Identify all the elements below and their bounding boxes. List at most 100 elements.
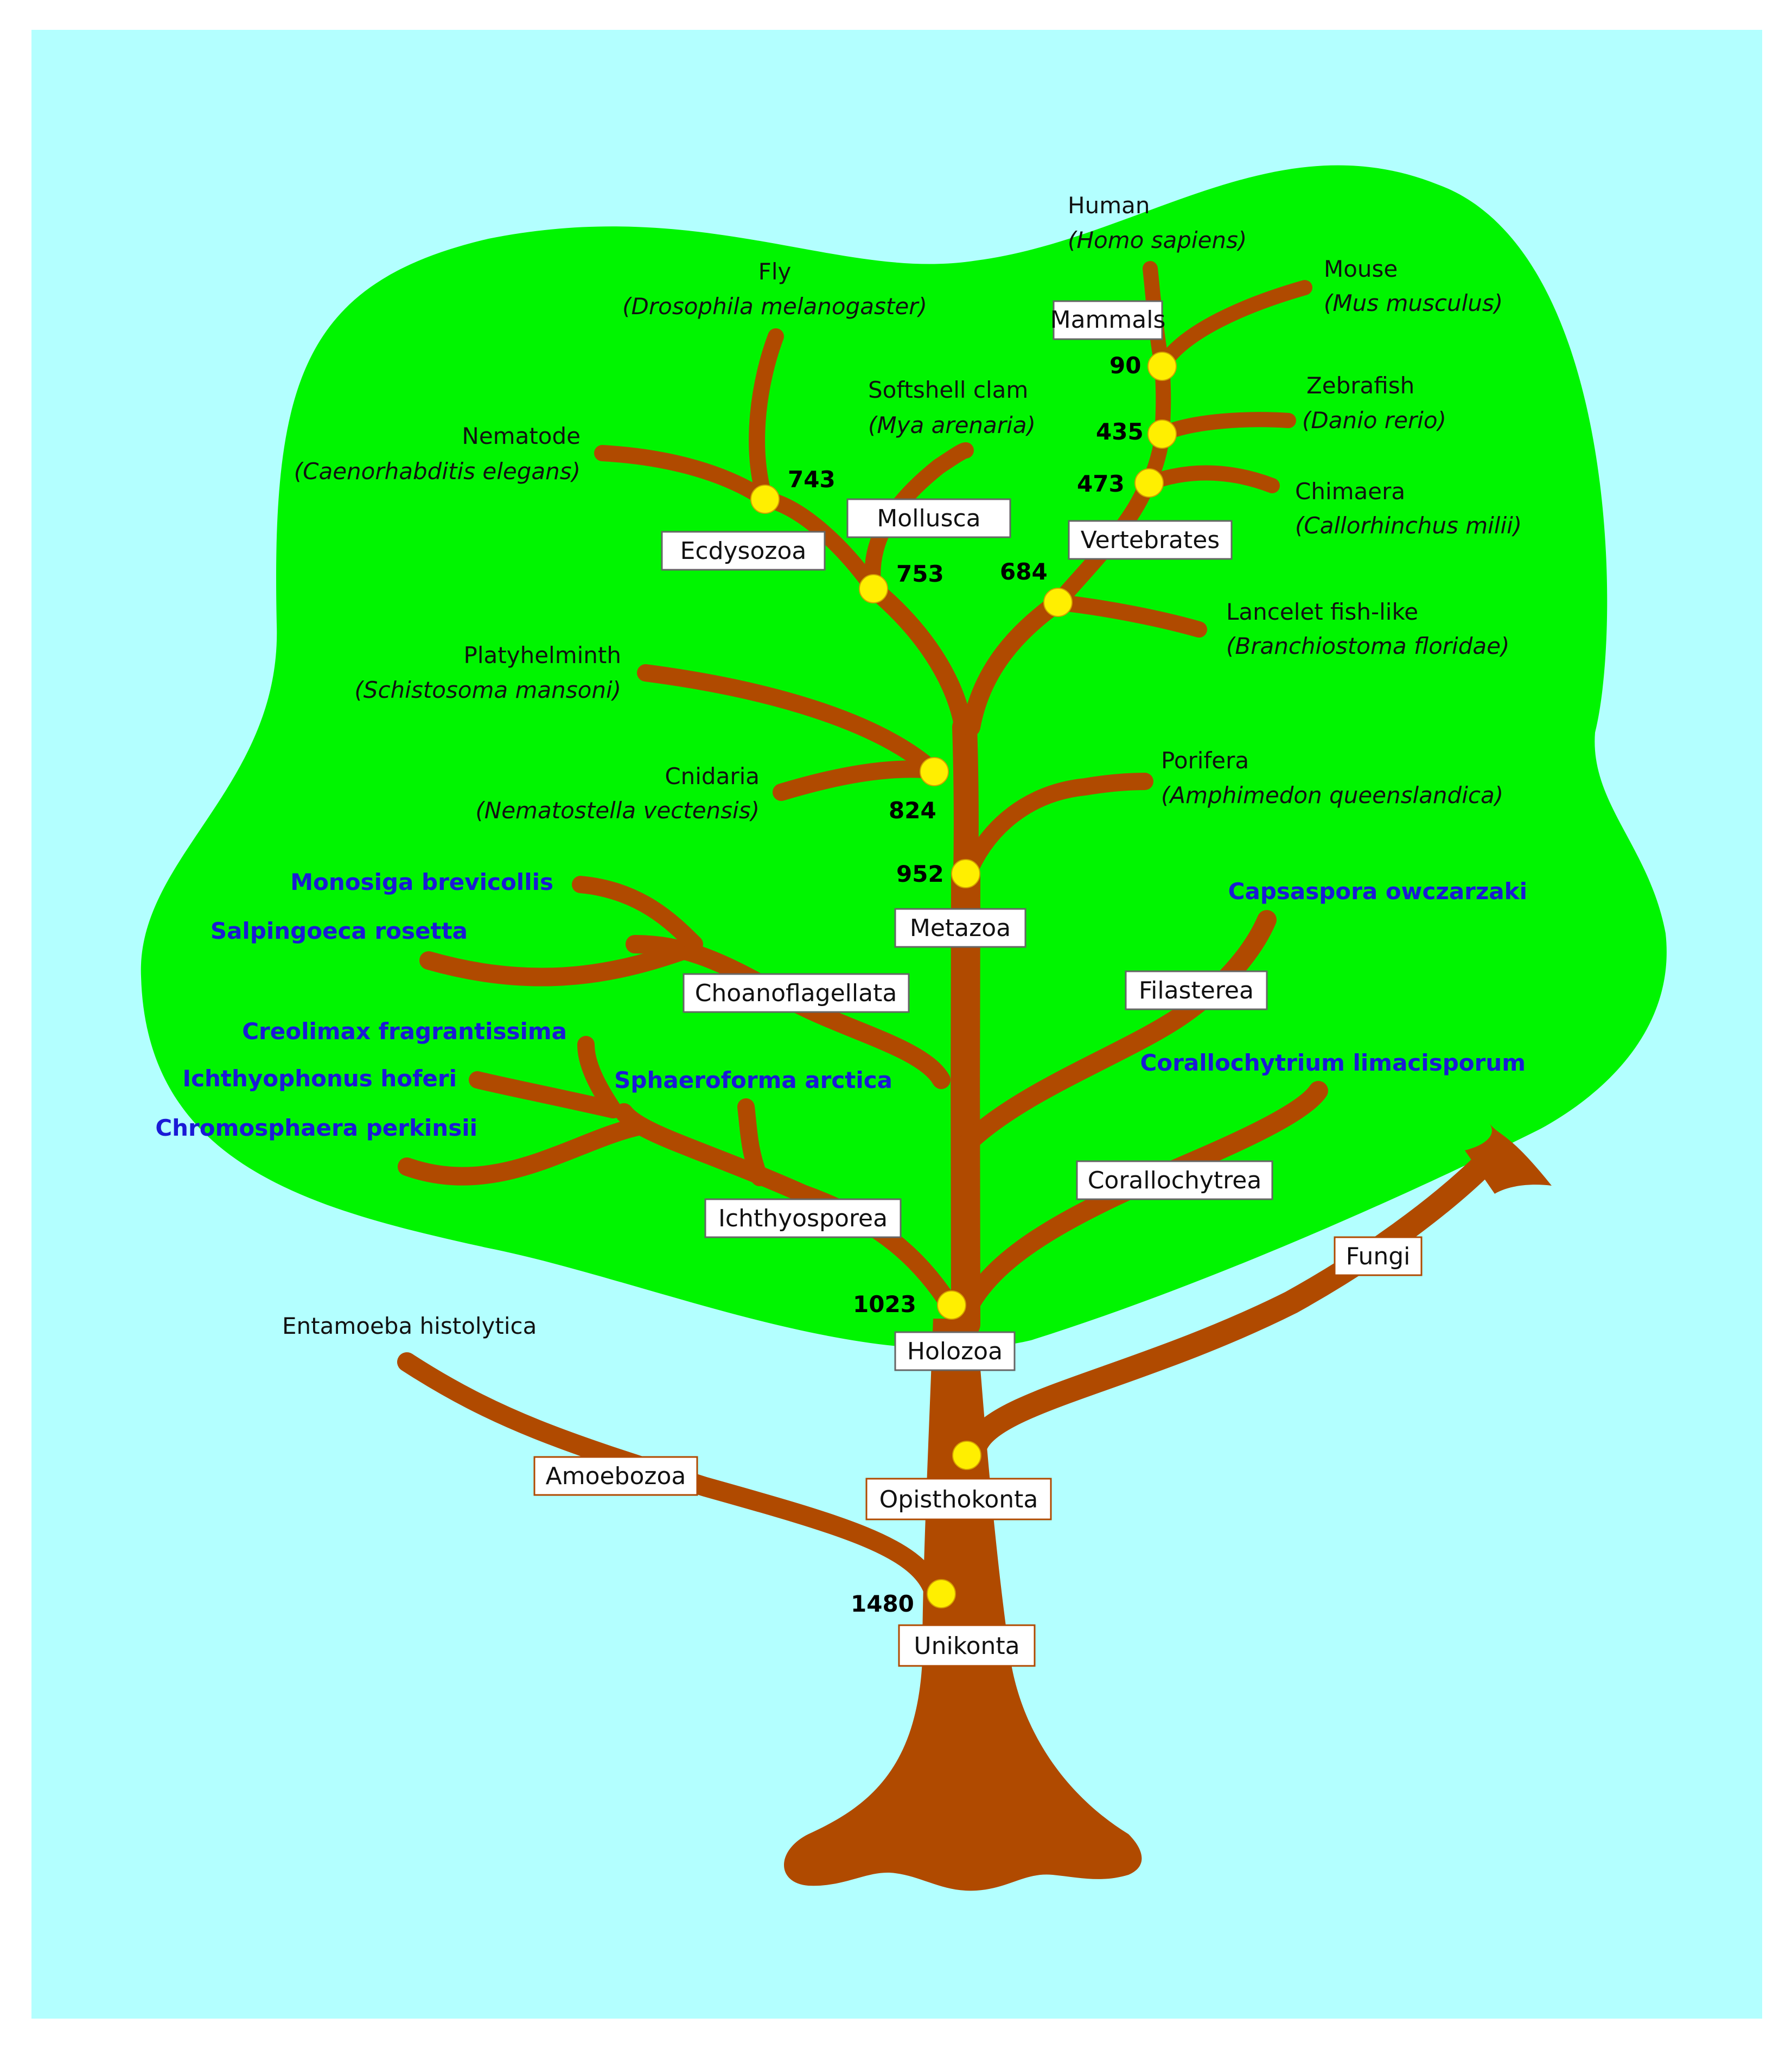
node-holozoa: [937, 1290, 966, 1320]
label-mouse-latin: (Mus musculus): [1324, 290, 1503, 316]
branches: [397, 261, 1498, 1600]
age-753: 753: [896, 561, 944, 587]
highlighted-species-labels: Monosiga brevicollis Salpingoeca rosetta…: [155, 869, 1527, 1141]
node-vertebrates: [1134, 468, 1164, 498]
svg-text:Ecdysozoa: Ecdysozoa: [680, 537, 807, 565]
amoebozoa-branch: [397, 1352, 943, 1600]
deuterostome-branch: [962, 593, 1067, 736]
svg-text:Corallochytrea: Corallochytrea: [1088, 1167, 1262, 1194]
label-clam-latin: (Mya arenaria): [868, 412, 1036, 438]
age-90: 90: [1109, 352, 1141, 379]
box-vertebrates: Vertebrates: [1068, 520, 1233, 560]
chimaera-branch: [1143, 465, 1280, 493]
age-473: 473: [1077, 470, 1125, 497]
node-824: [920, 757, 949, 786]
mouse-branch: [1155, 280, 1312, 374]
node-metazoa: [951, 859, 980, 888]
label-porifera: Porifera: [1161, 747, 1249, 774]
node-753: [859, 574, 888, 603]
label-nematode: Nematode: [462, 423, 581, 449]
label-zebrafish: Zebrafish: [1306, 372, 1414, 399]
trunk: [784, 1319, 1142, 1891]
box-amoebozoa: Amoebozoa: [533, 1456, 698, 1496]
label-cnidaria-latin: (Nematostella vectensis): [475, 797, 760, 824]
cnidaria-branch: [773, 760, 945, 801]
svg-text:Metazoa: Metazoa: [910, 914, 1011, 942]
age-684: 684: [1000, 558, 1048, 585]
age-1480: 1480: [851, 1590, 914, 1617]
box-ichthyosporea: Ichthyosporea: [704, 1198, 902, 1238]
age-952: 952: [896, 861, 944, 887]
nodes: [750, 352, 1177, 1608]
label-platyhelminth-latin: (Schistosoma mansoni): [354, 677, 621, 703]
box-fungi: Fungi: [1334, 1236, 1423, 1276]
box-metazoa: Metazoa: [894, 908, 1026, 948]
label-clam: Softshell clam: [868, 377, 1028, 403]
svg-text:Opisthokonta: Opisthokonta: [879, 1486, 1038, 1513]
lancelet-branch: [1050, 594, 1207, 638]
label-salpingoeca: Salpingoeca rosetta: [211, 918, 468, 944]
svg-text:Mammals: Mammals: [1050, 306, 1166, 334]
box-corallochytrea: Corallochytrea: [1076, 1160, 1273, 1200]
nematode-branch: [594, 445, 773, 507]
box-mollusca: Mollusca: [846, 498, 1011, 538]
label-ichthyophonus: Ichthyophonus hoferi: [183, 1065, 457, 1092]
label-porifera-latin: (Amphimedon queenslandica): [1161, 782, 1503, 809]
svg-text:Holozoa: Holozoa: [907, 1338, 1003, 1365]
chromosphaera-branch: [398, 1117, 649, 1186]
label-chimaera: Chimaera: [1295, 478, 1405, 505]
age-1023: 1023: [853, 1291, 916, 1318]
ichthyophonus-branch: [469, 1071, 622, 1118]
node-mammals: [1147, 352, 1177, 381]
box-opisthokonta: Opisthokonta: [865, 1478, 1052, 1520]
label-nematode-latin: (Caenorhabditis elegans): [294, 458, 581, 485]
filasterea-branch: [956, 910, 1277, 1155]
label-capsaspora: Capsaspora owczarzaki: [1228, 878, 1527, 905]
svg-text:Amoebozoa: Amoebozoa: [546, 1462, 686, 1490]
box-holozoa: Holozoa: [894, 1331, 1016, 1371]
label-chimaera-latin: (Callorhinchus milii): [1295, 512, 1522, 539]
svg-text:Fungi: Fungi: [1346, 1243, 1411, 1270]
label-fly: Fly: [758, 258, 792, 285]
box-unikonta: Unikonta: [898, 1624, 1036, 1667]
node-unikonta: [927, 1579, 956, 1608]
creolimax-branch: [577, 1036, 622, 1118]
ichthyosporea-branch: [615, 1103, 964, 1322]
age-435: 435: [1096, 418, 1144, 445]
svg-text:Vertebrates: Vertebrates: [1081, 526, 1220, 554]
svg-text:Ichthyosporea: Ichthyosporea: [718, 1205, 888, 1232]
age-824: 824: [889, 797, 936, 824]
platyhelminth-branch: [637, 664, 942, 779]
node-435: [1147, 419, 1177, 449]
monosiga-branch: [572, 876, 703, 953]
svg-text:Unikonta: Unikonta: [914, 1632, 1019, 1660]
svg-text:Mollusca: Mollusca: [877, 505, 980, 532]
sphaeroforma-branch: [737, 1098, 768, 1186]
svg-text:Filasterea: Filasterea: [1139, 977, 1254, 1004]
label-human: Human: [1068, 192, 1150, 219]
label-platyhelminth: Platyhelminth: [464, 642, 621, 669]
label-cnidaria: Cnidaria: [665, 763, 760, 790]
clade-boxes: Mammals Mollusca Ecdysozoa Vertebrates M…: [533, 300, 1423, 1667]
node-ecdysozoa: [750, 485, 780, 514]
label-creolimax: Creolimax fragrantissima: [242, 1018, 567, 1045]
box-filasterea: Filasterea: [1125, 970, 1268, 1010]
label-entamoeba: Entamoeba histolytica: [282, 1313, 537, 1339]
label-mouse: Mouse: [1324, 256, 1398, 282]
label-zebrafish-latin: (Danio rerio): [1302, 407, 1446, 434]
node-opisthokonta: [952, 1441, 981, 1470]
salpingoeca-branch: [419, 940, 696, 987]
metazoa-upper-stem: [952, 715, 979, 889]
svg-text:Choanoflagellata: Choanoflagellata: [695, 979, 897, 1007]
label-sphaeroforma: Sphaeroforma arctica: [614, 1067, 892, 1093]
fly-branch: [749, 328, 784, 507]
mollusca-branch: [864, 442, 974, 597]
label-chromosphaera: Chromosphaera perkinsii: [155, 1115, 477, 1141]
porifera-branch: [958, 773, 1153, 885]
label-monosiga: Monosiga brevicollis: [290, 869, 553, 895]
protostome-branch: [864, 580, 973, 736]
fungi-branch: [965, 1149, 1498, 1455]
box-choanoflagellata: Choanoflagellata: [683, 973, 910, 1013]
label-lancelet-latin: (Branchiostoma floridae): [1226, 633, 1509, 659]
